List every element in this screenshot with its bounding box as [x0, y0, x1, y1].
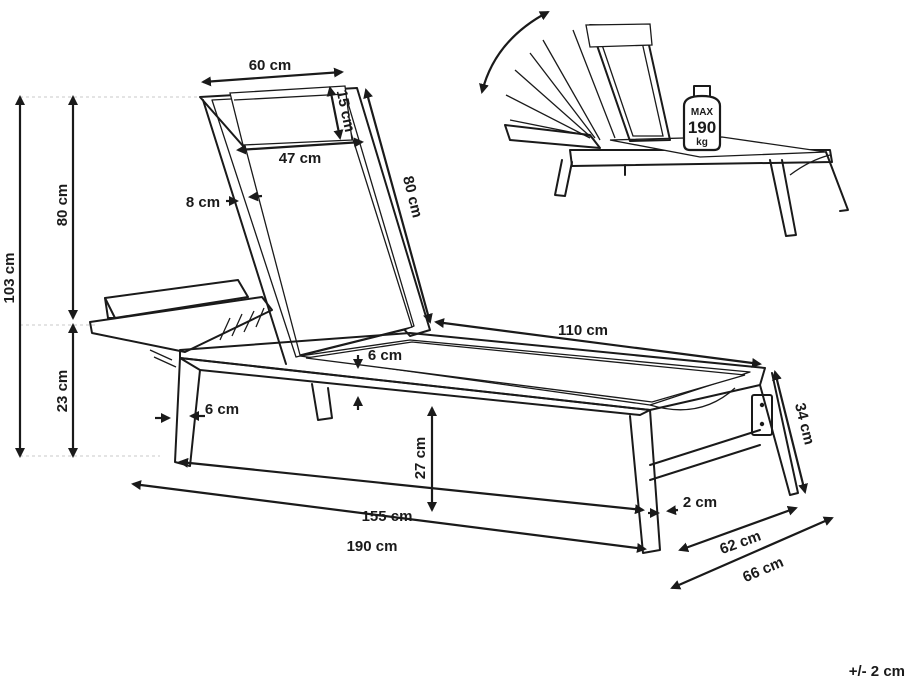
max-weight-unit: kg [696, 137, 708, 148]
label-leg-thickness: 6 cm [205, 401, 239, 418]
label-headrest-width: 60 cm [249, 57, 292, 74]
label-seat-length: 110 cm [558, 322, 608, 339]
label-inner-width: 62 cm [718, 528, 764, 559]
label-backrest-length: 80 cm [399, 174, 426, 219]
label-total-length: 190 cm [347, 538, 398, 555]
dimension-arrows [15, 67, 834, 590]
label-frame-thickness-back: 8 cm [186, 194, 220, 211]
label-frame-width-gap: 2 cm [683, 494, 717, 511]
label-lower-height: 23 cm [54, 370, 71, 413]
label-backrest-width: 47 cm [279, 150, 322, 167]
max-weight-prefix: MAX [691, 107, 714, 118]
max-weight-value: 190 [688, 118, 716, 137]
label-fabric-gap: 6 cm [368, 347, 402, 364]
label-back-height: 80 cm [54, 184, 71, 227]
label-seat-height: 27 cm [412, 437, 429, 480]
label-base-length: 155 cm [362, 508, 413, 525]
label-total-width: 66 cm [740, 554, 786, 586]
label-frame-height: 34 cm [791, 401, 818, 446]
max-weight-icon: MAX 190 kg [682, 85, 722, 152]
label-total-height: 103 cm [1, 253, 18, 304]
lounger-recline-illustration [479, 11, 849, 237]
tolerance-note: +/- 2 cm [849, 663, 905, 680]
